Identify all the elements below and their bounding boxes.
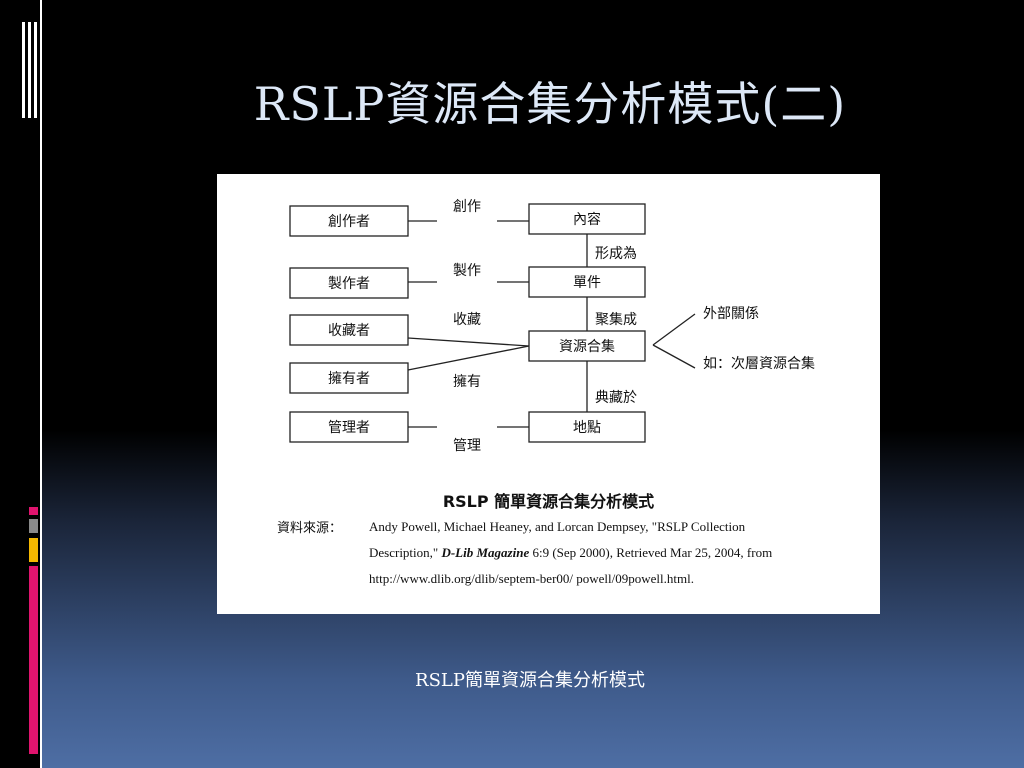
accent-yellow bbox=[29, 538, 38, 562]
accent-magenta-long bbox=[29, 566, 38, 754]
entity-location-label: 地點 bbox=[573, 420, 601, 436]
source-citation: Andy Powell, Michael Heaney, and Lorcan … bbox=[369, 514, 779, 592]
entity-collection-label: 資源合集 bbox=[559, 338, 615, 355]
relation-own: 擁有 bbox=[453, 374, 481, 390]
accent-gray bbox=[29, 519, 38, 533]
relation-form: 形成為 bbox=[595, 246, 637, 262]
entity-item-label: 單件 bbox=[573, 275, 601, 291]
diagram-title: RSLP 簡單資源合集分析模式 bbox=[442, 492, 655, 511]
external-relation-label: 外部關係 bbox=[703, 306, 759, 322]
left-edge-line bbox=[40, 0, 42, 768]
accent-magenta-small bbox=[29, 507, 38, 515]
vertical-bars-decor bbox=[22, 22, 38, 118]
source-journal: D-Lib Magazine bbox=[441, 545, 530, 560]
source-label: 資料來源： bbox=[277, 521, 343, 536]
agent-box-producer bbox=[289, 267, 409, 299]
source-authors: Andy Powell, Michael Heaney, and Lorcan … bbox=[369, 519, 746, 560]
agent-owner-label: 擁有者 bbox=[328, 371, 370, 387]
agent-creator-label: 創作者 bbox=[328, 214, 370, 230]
agent-manager-label: 管理者 bbox=[328, 420, 370, 436]
relationship-diagram: 創作者 製作者 收藏者 擁有者 管理者 內容 單件 資源合集 地點 創作 製作 … bbox=[289, 199, 815, 454]
relation-collect: 收藏 bbox=[453, 312, 481, 328]
slide-title: RSLP資源合集分析模式(二) bbox=[253, 77, 847, 131]
agent-box-collector bbox=[289, 314, 409, 346]
relation-produce: 製作 bbox=[453, 263, 481, 279]
entity-content-label: 內容 bbox=[573, 211, 601, 228]
diagram-figure: 創作者 製作者 收藏者 擁有者 管理者 內容 單件 資源合集 地點 創作 製作 … bbox=[217, 174, 880, 614]
external-example-label: 如：次層資源合集 bbox=[703, 355, 815, 372]
agent-box-owner bbox=[289, 362, 409, 394]
slide-caption: RSLP簡單資源合集分析模式 bbox=[415, 670, 645, 691]
relation-manage: 管理 bbox=[453, 438, 481, 454]
relation-create: 創作 bbox=[453, 199, 481, 215]
agent-producer-label: 製作者 bbox=[328, 276, 370, 292]
relation-held-in: 典藏於 bbox=[595, 390, 637, 406]
source-details: 6:9 (Sep 2000), Retrieved Mar 25, 2004, … bbox=[369, 545, 773, 586]
relation-aggregate: 聚集成 bbox=[595, 311, 637, 328]
agent-collector-label: 收藏者 bbox=[328, 323, 370, 339]
